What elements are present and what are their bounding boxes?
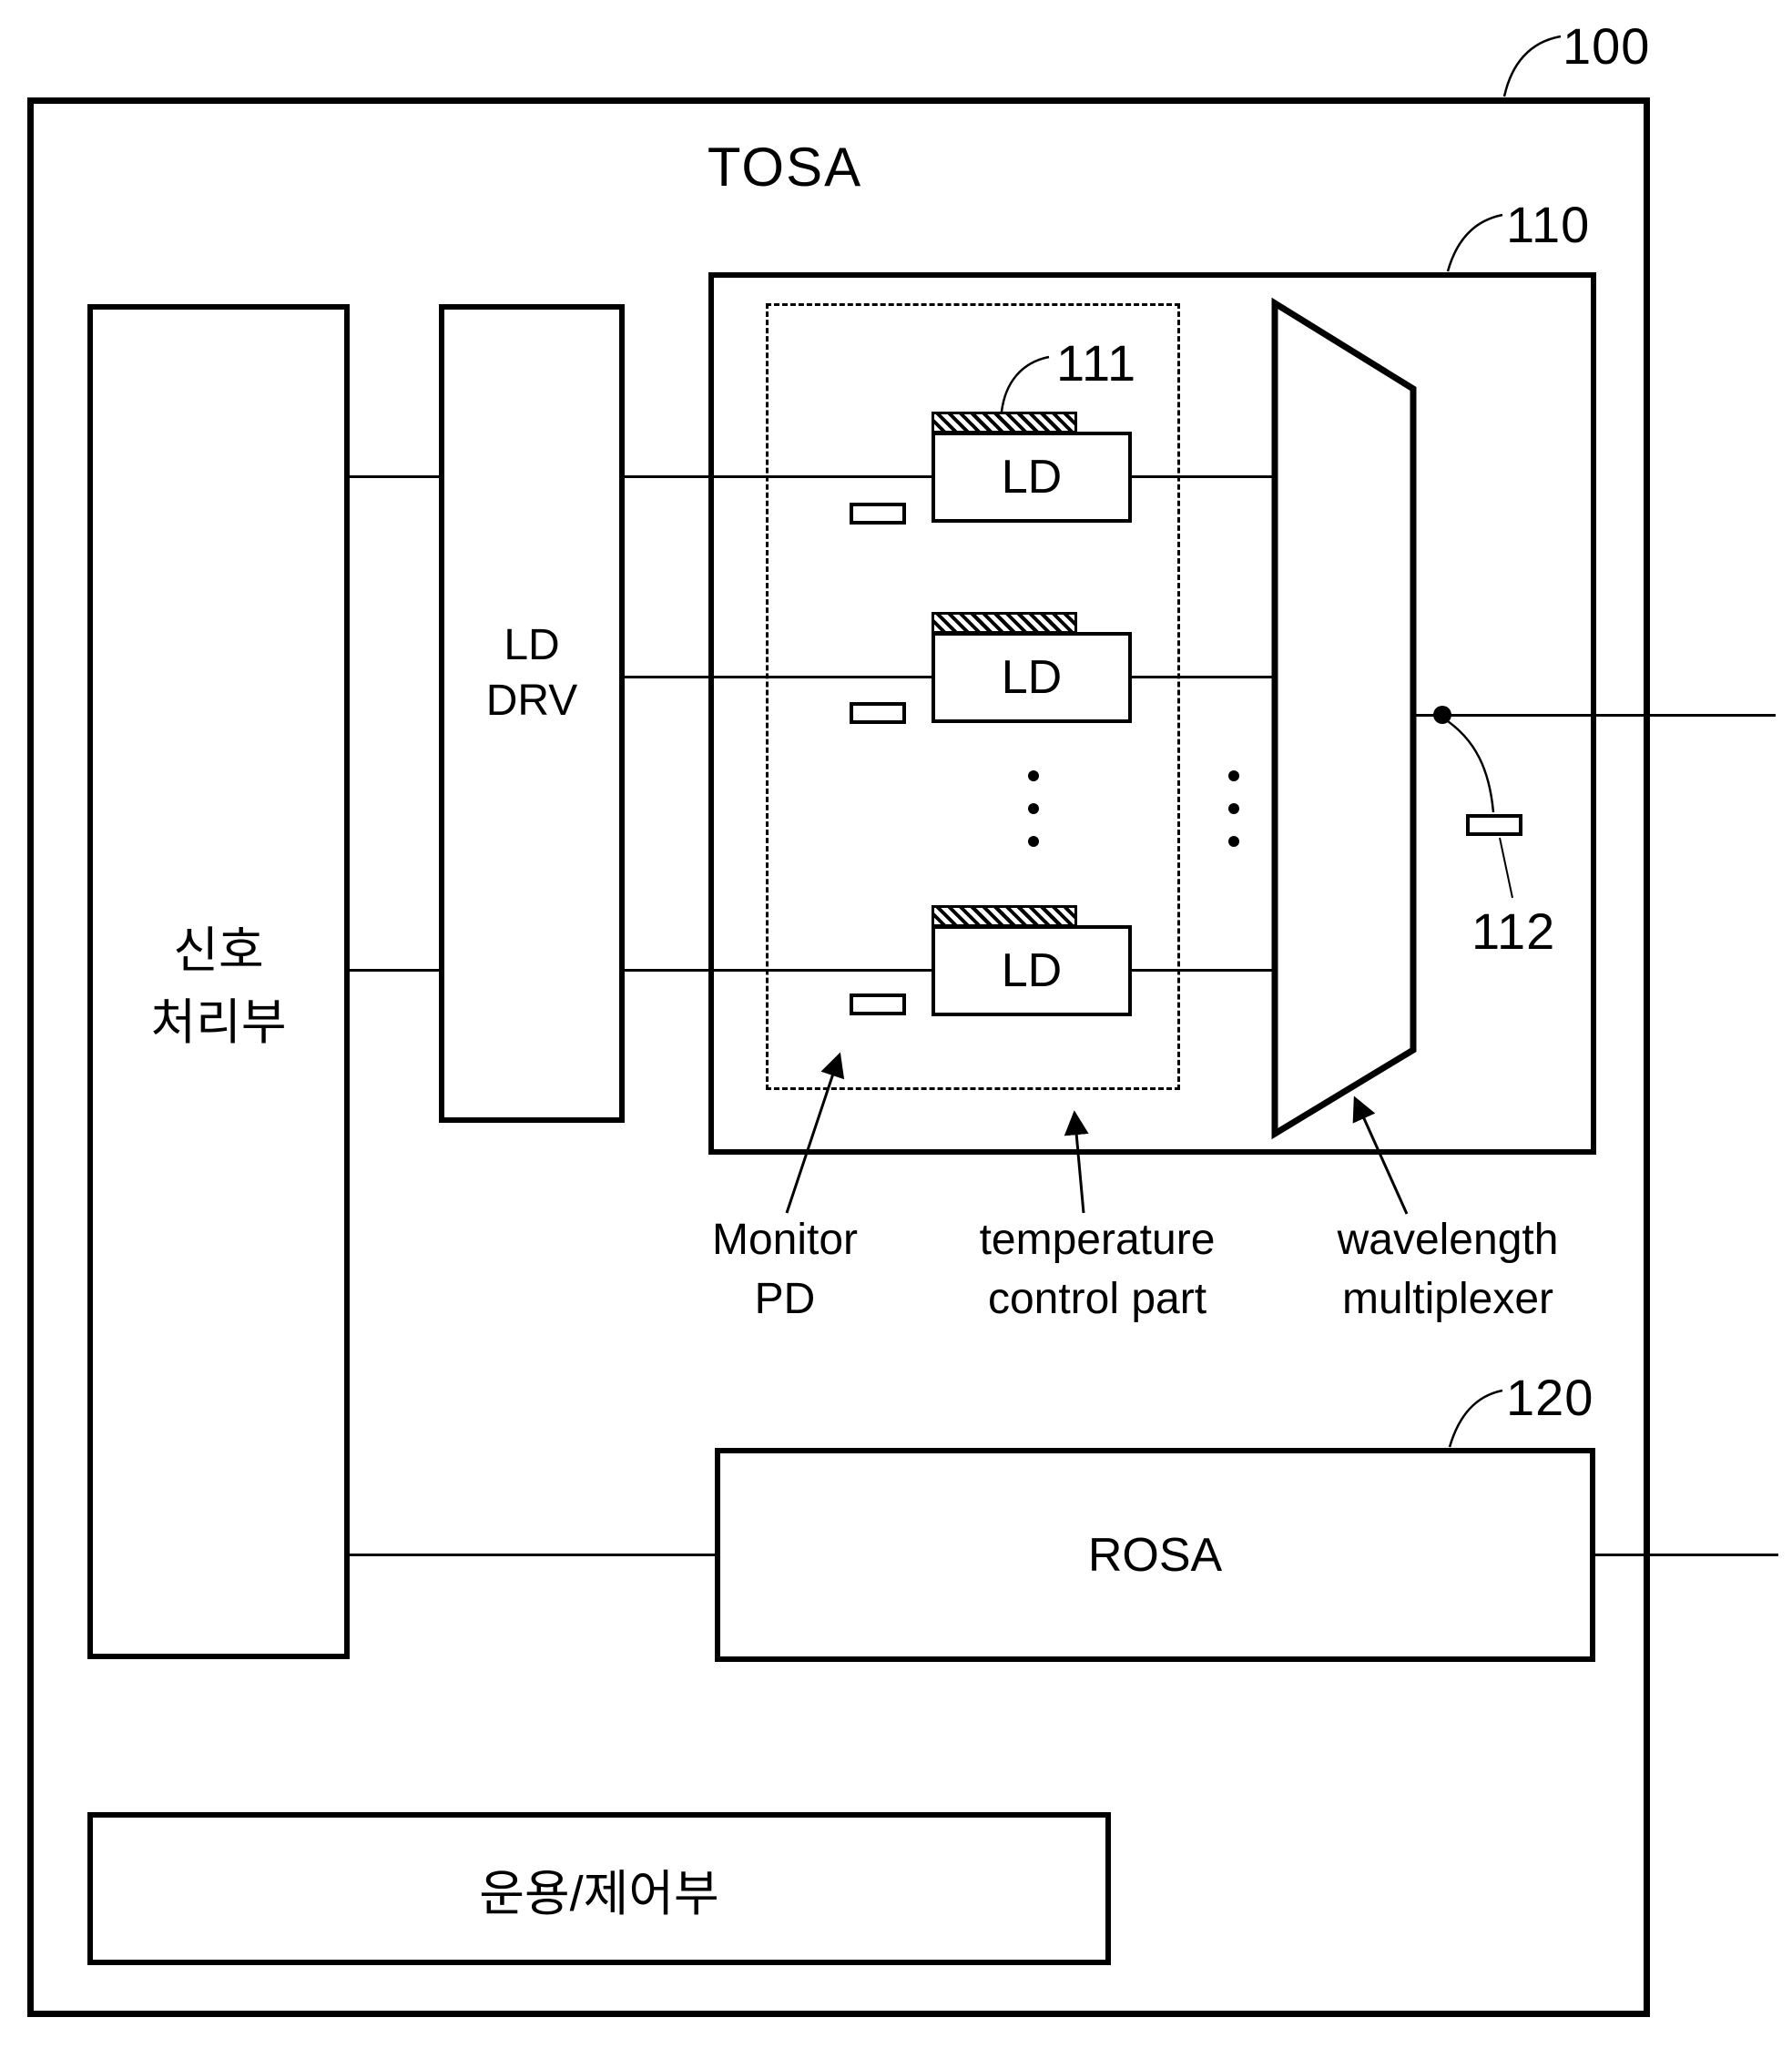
wavelength-multiplexer-label: wavelength multiplexer	[1337, 1216, 1559, 1323]
signal-processor-label: 신호 처리부	[150, 923, 287, 1050]
line-sp-to-lddrv-ch1	[350, 475, 439, 478]
optical-transmitter-box	[708, 272, 1596, 1155]
rosa-box: ROSA	[715, 1448, 1595, 1662]
operation-control-label: 운용/제어부	[479, 1866, 719, 1921]
heater-hatch-ld2	[932, 612, 1077, 634]
laser-diode-label-n: LD	[1001, 944, 1063, 997]
line-sp-to-lddrv-chn	[350, 969, 439, 972]
line-ldn-to-mux	[1132, 969, 1275, 972]
ref-120: 120	[1506, 1369, 1594, 1426]
laser-diode-label-1: LD	[1001, 451, 1063, 504]
line-sp-to-rosa	[350, 1554, 715, 1556]
signal-processor-box: 신호 처리부	[87, 304, 350, 1659]
leader-ref-100	[1502, 35, 1562, 97]
ref-111: 111	[1056, 334, 1137, 392]
line-lddrv-to-ld2	[625, 676, 932, 678]
line-ld1-to-mux	[1132, 475, 1275, 478]
figure-title: TOSA	[707, 137, 863, 198]
ld-driver-box	[439, 304, 625, 1123]
line-ld2-to-mux	[1132, 676, 1275, 678]
monitor-pd-rect-n	[850, 993, 906, 1015]
line-rosa-input	[1595, 1554, 1778, 1556]
output-port-rect	[1466, 814, 1522, 836]
rosa-label: ROSA	[1087, 1528, 1223, 1582]
tosa-module-box	[27, 97, 1650, 2017]
operation-control-box: 운용/제어부	[87, 1812, 1111, 1965]
laser-diode-box-n: LD	[932, 925, 1132, 1016]
monitor-pd-rect-2	[850, 702, 906, 724]
temperature-control-label: temperature control part	[979, 1216, 1216, 1323]
monitor-pd-rect-1	[850, 503, 906, 525]
ref-112: 112	[1471, 902, 1556, 960]
line-lddrv-to-ld1	[625, 475, 932, 478]
temperature-control-dashed-box	[766, 303, 1180, 1090]
laser-diode-box-1: LD	[932, 432, 1132, 523]
heater-hatch-ld1	[932, 412, 1077, 433]
laser-diode-label-2: LD	[1001, 651, 1063, 704]
line-lddrv-to-ldn	[625, 969, 932, 972]
laser-diode-box-2: LD	[932, 632, 1132, 723]
ld-driver-label: LD DRV	[485, 621, 578, 726]
ref-110: 110	[1506, 196, 1591, 253]
monitor-pd-label: Monitor PD	[711, 1216, 859, 1323]
ref-100: 100	[1563, 17, 1651, 75]
heater-hatch-ldn	[932, 905, 1077, 927]
